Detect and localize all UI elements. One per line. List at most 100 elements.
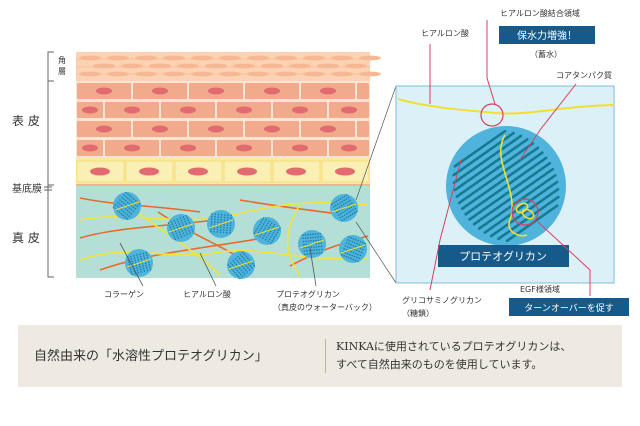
corneum-cell bbox=[303, 71, 325, 77]
corneum-cell bbox=[317, 63, 339, 69]
proteoglycan-core bbox=[254, 226, 280, 236]
cell-nucleus bbox=[237, 167, 257, 176]
cell-nucleus bbox=[320, 87, 336, 95]
proteoglycan-core bbox=[340, 244, 366, 254]
turnover-text: ターンオーバーを促す bbox=[524, 302, 613, 314]
cell-nucleus bbox=[152, 87, 168, 95]
cell-nucleus bbox=[236, 106, 252, 114]
epidermis-cell bbox=[357, 83, 369, 99]
proteoglycan-chain bbox=[301, 239, 322, 243]
cell-nucleus bbox=[341, 106, 357, 114]
proteoglycan-chain bbox=[213, 213, 216, 234]
footer-description: KINKAに使用されているプロテオグリカンは、 すべて自然由来のものを使用してい… bbox=[336, 338, 571, 374]
gag-chain bbox=[489, 187, 560, 238]
gag-chain bbox=[452, 134, 523, 185]
proteoglycan-chain bbox=[170, 221, 180, 240]
proteoglycan-chain bbox=[173, 219, 183, 239]
cell-nucleus bbox=[139, 167, 159, 176]
proteoglycan-chain bbox=[229, 261, 244, 278]
cell-nucleus bbox=[96, 125, 112, 133]
proteoglycan-chain bbox=[302, 252, 323, 256]
proteoglycan bbox=[330, 194, 358, 222]
proteoglycan-chain bbox=[255, 218, 268, 237]
cell-nucleus bbox=[96, 87, 112, 95]
gag-chain bbox=[455, 142, 535, 198]
proteoglycan-chain bbox=[333, 199, 352, 212]
corneum-cell bbox=[275, 71, 297, 77]
proteoglycan-core bbox=[331, 203, 357, 213]
basement-membrane-line bbox=[76, 184, 370, 186]
corneum-cell bbox=[219, 71, 241, 77]
cell-nucleus bbox=[286, 167, 306, 176]
stratum-corneum-glyph: 層 bbox=[58, 67, 66, 76]
cell-nucleus bbox=[320, 125, 336, 133]
cell-nucleus bbox=[335, 167, 355, 176]
corneum-cell bbox=[331, 55, 353, 61]
proteoglycan-chain bbox=[341, 250, 361, 260]
proteoglycan-chain bbox=[339, 253, 359, 263]
gag-chain bbox=[472, 167, 555, 226]
egf-region-label: EGF様領域 bbox=[520, 284, 560, 294]
proteoglycan-chain bbox=[120, 196, 138, 211]
proteoglycan-chain bbox=[142, 251, 149, 272]
proteoglycan bbox=[167, 214, 195, 242]
proteoglycan-chain bbox=[301, 236, 322, 240]
proteoglycan-chain bbox=[266, 225, 279, 244]
skin-cross-section bbox=[76, 52, 381, 280]
core-protein-label: コアタンパク質 bbox=[556, 70, 612, 80]
proteoglycan-chain bbox=[226, 214, 229, 235]
gag-chain bbox=[453, 138, 529, 192]
proteoglycan-chain bbox=[302, 248, 323, 252]
proteoglycan-chain bbox=[347, 235, 367, 245]
footer-desc-line2: すべて自然由来のものを使用しています。 bbox=[336, 358, 543, 371]
proteoglycan bbox=[125, 249, 153, 277]
proteoglycan-chain bbox=[258, 220, 270, 239]
cell-nucleus bbox=[124, 106, 140, 114]
cell-nucleus bbox=[264, 125, 280, 133]
corneum-cell bbox=[261, 63, 283, 69]
gag-sublabel: （糖鎖） bbox=[402, 308, 434, 318]
cell-nucleus bbox=[208, 125, 224, 133]
corneum-cell bbox=[219, 55, 241, 61]
proteoglycan-chain bbox=[126, 255, 133, 276]
corneum-cell bbox=[205, 63, 227, 69]
proteoglycan-chain bbox=[253, 217, 265, 235]
proteoglycan-chain bbox=[238, 252, 253, 269]
gag-chain bbox=[464, 156, 548, 216]
proteoglycan-chain bbox=[226, 263, 241, 280]
gag-chain bbox=[452, 131, 515, 177]
proteoglycan-chain bbox=[241, 250, 256, 267]
cell-nucleus bbox=[82, 144, 98, 152]
gag-chain bbox=[483, 180, 559, 234]
proteoglycan-chain bbox=[167, 222, 177, 242]
proteoglycan-chain bbox=[330, 194, 348, 206]
proteoglycan-label-text: プロテオグリカン bbox=[459, 249, 547, 263]
zoom-connectors bbox=[355, 85, 397, 284]
proteoglycan bbox=[112, 191, 142, 221]
corneum-cell bbox=[93, 63, 115, 69]
binding-region-label: ヒアルロン酸結合領域 bbox=[500, 8, 580, 18]
proteoglycan-core bbox=[114, 201, 140, 211]
proteoglycan-chain bbox=[345, 238, 365, 248]
proteoglycan-chain bbox=[123, 194, 140, 209]
cell-nucleus bbox=[152, 125, 168, 133]
proteoglycan bbox=[207, 210, 235, 238]
proteoglycan-chain bbox=[302, 245, 323, 249]
corneum-cell bbox=[149, 63, 171, 69]
proteoglycan-chain bbox=[210, 213, 213, 234]
proteoglycan-core bbox=[299, 239, 325, 249]
gag-chain bbox=[453, 129, 507, 168]
proteoglycan-group bbox=[112, 191, 367, 280]
epidermis-cells bbox=[77, 83, 369, 156]
corneum-cell bbox=[289, 63, 311, 69]
layer-bracket bbox=[44, 51, 54, 278]
cell-nucleus bbox=[180, 144, 196, 152]
cell-nucleus bbox=[292, 106, 308, 114]
hyaluronic-zoom-line bbox=[397, 98, 615, 115]
egf-region-loops bbox=[515, 202, 535, 220]
cell-nucleus bbox=[236, 144, 252, 152]
dermis-label: 真 皮 bbox=[12, 231, 40, 245]
footer-banner: 自然由来の「水溶性プロテオグリカン」 KINKAに使用されているプロテオグリカン… bbox=[18, 325, 622, 387]
corneum-cell bbox=[135, 71, 157, 77]
